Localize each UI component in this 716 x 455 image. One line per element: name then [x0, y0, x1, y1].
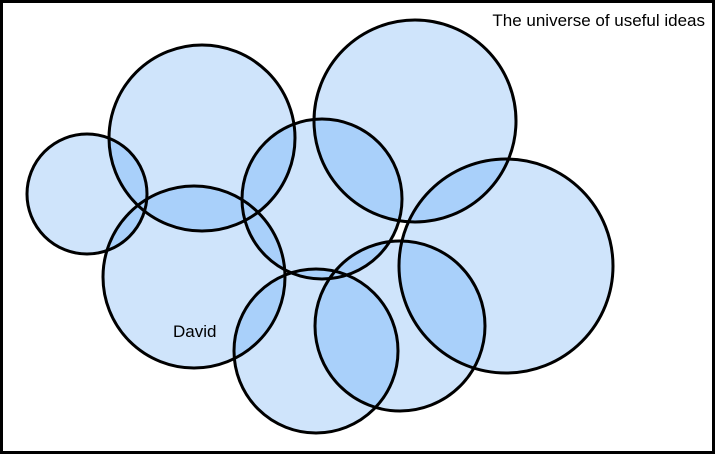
- idea-circle-3-david: [101, 184, 287, 370]
- idea-circle-1: [25, 132, 149, 256]
- idea-circle-5: [312, 18, 518, 224]
- idea-circle-8: [232, 267, 400, 435]
- overlap-region: [242, 119, 295, 231]
- person-label: David: [173, 322, 216, 341]
- idea-circle-6: [397, 157, 615, 375]
- idea-circle-2: [107, 43, 297, 233]
- overlap-region: [234, 269, 285, 368]
- idea-circle-7: [313, 239, 487, 413]
- diagram-title: The universe of useful ideas: [492, 11, 705, 30]
- overlap-region: [399, 159, 516, 222]
- idea-circle-4: [240, 117, 404, 281]
- circle-outlines: [25, 18, 615, 435]
- overlap-region: [314, 119, 402, 222]
